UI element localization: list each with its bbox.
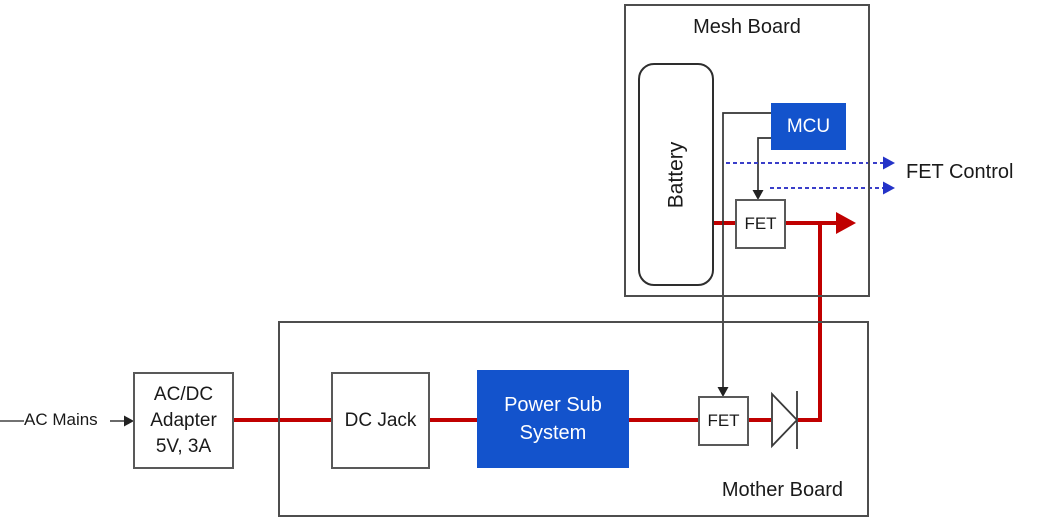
- pss-line2: System: [519, 422, 587, 444]
- mesh-board-title: Mesh Board: [693, 16, 801, 38]
- mother-board-title: Mother Board: [721, 479, 843, 501]
- acdc-line1: AC/DC: [153, 383, 214, 405]
- fet-control-label: FET Control: [906, 161, 1014, 183]
- battery-block: Battery: [638, 63, 714, 286]
- dc-jack-block: DC Jack: [331, 372, 430, 469]
- mother-board: Mother Board: [278, 321, 869, 517]
- acdc-adapter-label: AC/DC Adapter 5V, 3A: [150, 382, 217, 460]
- dc-jack-label: DC Jack: [344, 409, 417, 431]
- mesh-board: Mesh Board: [624, 4, 870, 297]
- pss-line1: Power Sub: [504, 394, 602, 416]
- mother-fet-label: FET: [707, 411, 740, 430]
- fet-control-arrowhead-upper-icon: [883, 156, 895, 170]
- ac-mains-label: AC Mains: [24, 410, 98, 429]
- power-path: [234, 221, 838, 422]
- ac-mains-arrowhead-icon: [124, 415, 134, 427]
- mother-fet-block: FET: [698, 396, 749, 446]
- fet-control-dashed-lines: [726, 162, 883, 189]
- power-sub-system-block: Power Sub System: [477, 370, 629, 468]
- motherfet-control-arrowhead-icon: [717, 387, 729, 397]
- acdc-line3: 5V, 3A: [155, 435, 212, 457]
- fet-control-arrowhead-lower-icon: [883, 181, 895, 195]
- mcu-block: MCU: [771, 103, 846, 150]
- mesh-fet-block: FET: [735, 199, 786, 249]
- diode-icon: [771, 391, 799, 449]
- acdc-adapter-block: AC/DC Adapter 5V, 3A: [133, 372, 234, 469]
- mcu-label: MCU: [786, 115, 831, 137]
- wire-mcu-to-meshfet: [757, 137, 771, 191]
- wire-diode-to-mesh-junction: [798, 223, 822, 422]
- meshfet-control-arrowhead-icon: [752, 190, 764, 200]
- mesh-fet-label: FET: [744, 214, 777, 233]
- power-sub-system-label: Power Sub System: [504, 391, 602, 447]
- acdc-line2: Adapter: [150, 409, 217, 431]
- power-output-arrowhead-icon: [836, 212, 856, 234]
- battery-label: Battery: [664, 141, 687, 208]
